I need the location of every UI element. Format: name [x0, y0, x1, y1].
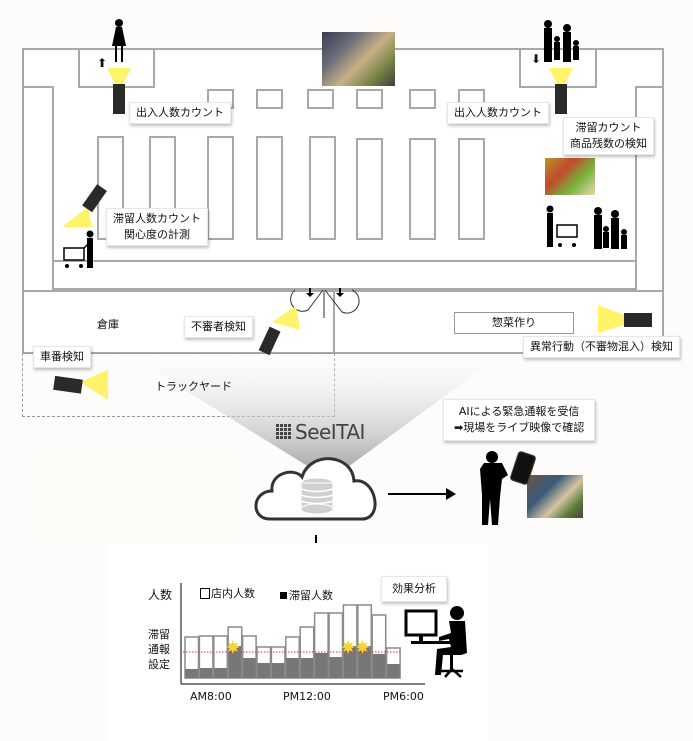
bar-dwell: [214, 668, 227, 678]
small-shelf: [409, 89, 436, 109]
legend-label-total: 店内人数: [211, 587, 255, 600]
y-axis-label: 人数: [148, 588, 173, 602]
alert-star: [225, 640, 240, 654]
alert-message-box: AIによる緊急通報を受信 ➡現場をライブ映像で確認: [443, 399, 596, 441]
dwell-stock-line2: 商品残数の検知: [570, 137, 647, 150]
legend-dwell: 滞留人数: [280, 587, 333, 603]
threshold-label: 滞留 通報 設定: [148, 627, 170, 672]
bar-dwell: [372, 654, 386, 678]
bar-dwell: [228, 646, 242, 678]
checkout-photo: [322, 32, 395, 86]
camera-icon: [53, 370, 108, 400]
camera-icon: [62, 184, 107, 227]
x-tick-label: AM8:00: [190, 690, 232, 703]
threshold-label-line: 設定: [148, 658, 170, 671]
dwell-interest-line2: 関心度の計測: [124, 228, 190, 241]
seeitai-logo: SeeITAI: [276, 420, 365, 444]
bar-dwell: [185, 669, 198, 678]
bar-dwell: [271, 663, 285, 678]
bar-dwell: [315, 653, 328, 678]
alert-star: [355, 640, 370, 654]
alert-line1: AIによる緊急通報を受信: [458, 405, 580, 418]
shelf: [458, 138, 485, 240]
arrow-down-icon: ⬇: [531, 52, 542, 66]
bar-dwell: [387, 664, 400, 678]
arrow-up-icon: ⬆: [97, 56, 108, 70]
legend-total: 店内人数: [200, 585, 255, 601]
threshold-label-line: 滞留: [148, 628, 170, 641]
camera-icon: [598, 305, 652, 333]
shelf: [409, 138, 436, 240]
camera-icon: [258, 306, 300, 356]
analyst-at-computer-icon: [404, 606, 467, 678]
cloud-panel: [20, 455, 240, 545]
arrow-right-icon: [388, 488, 456, 500]
threshold-label-line: 通報: [148, 643, 170, 656]
deli-prep-label: 惣菜作り: [454, 312, 574, 334]
bar-dwell: [329, 657, 342, 678]
logo-text: SeeITAI: [295, 420, 365, 444]
checkout-counter: [52, 260, 637, 290]
shelf: [207, 136, 234, 240]
small-shelf: [256, 89, 283, 109]
bar-dwell: [300, 658, 314, 678]
door-swing-icon: [290, 288, 360, 318]
entrance-count-label-left: 出入人数カウント: [129, 102, 231, 124]
shelf: [356, 138, 383, 240]
entrance-count-label-right: 出入人数カウント: [447, 102, 549, 124]
family-icon: [544, 20, 579, 62]
x-tick-label: PM12:00: [283, 690, 331, 703]
shopper-cart-icon: [546, 205, 578, 247]
camera-icon: [549, 68, 573, 114]
alert-line2: ➡現場をライブ映像で確認: [454, 421, 585, 434]
bar-dwell: [358, 646, 371, 678]
bar-dwell: [286, 658, 299, 678]
shopper-woman-icon: [112, 19, 126, 62]
live-video-photo: [527, 475, 583, 518]
small-shelf: [356, 89, 383, 109]
bar-dwell: [199, 668, 213, 678]
abnormal-behavior-label: 異常行動（不審物混入）検知: [523, 336, 680, 358]
shelf: [256, 136, 283, 240]
dwell-interest-label: 滞留人数カウント 関心度の計測: [106, 208, 208, 246]
dwell-stock-label: 滞留カウント 商品残数の検知: [563, 117, 654, 155]
family-icon: [594, 207, 627, 249]
guard-with-tablet-icon: [480, 449, 536, 525]
dwell-interest-line1: 滞留人数カウント: [113, 212, 201, 225]
alert-star: [341, 640, 356, 654]
shopper-cart-icon: [63, 230, 94, 268]
logo-grid-icon: [276, 424, 291, 439]
produce-photo: [545, 158, 595, 195]
bar-dwell: [243, 658, 256, 678]
legend-swatch-dwell: [280, 591, 287, 599]
truck-yard-label: トラックヤード: [155, 380, 232, 393]
bar-dwell: [343, 646, 357, 678]
camera-icon: [107, 68, 131, 114]
x-tick-label: PM6:00: [383, 690, 424, 703]
bar-dwell: [257, 663, 270, 678]
left-wall-shelf: [22, 86, 54, 292]
cloud-database-icon: [254, 457, 377, 521]
legend-swatch-total: [200, 587, 210, 599]
plate-detection-label: 車番検知: [33, 346, 91, 368]
legend-label-dwell: 滞留人数: [289, 589, 333, 602]
small-shelf: [307, 89, 334, 109]
dwell-stock-line1: 滞留カウント: [575, 121, 642, 134]
suspicious-person-label: 不審者検知: [184, 316, 253, 338]
warehouse-label: 倉庫: [97, 318, 119, 331]
effect-analysis-button[interactable]: 効果分析: [381, 576, 447, 602]
shelf: [309, 136, 336, 240]
